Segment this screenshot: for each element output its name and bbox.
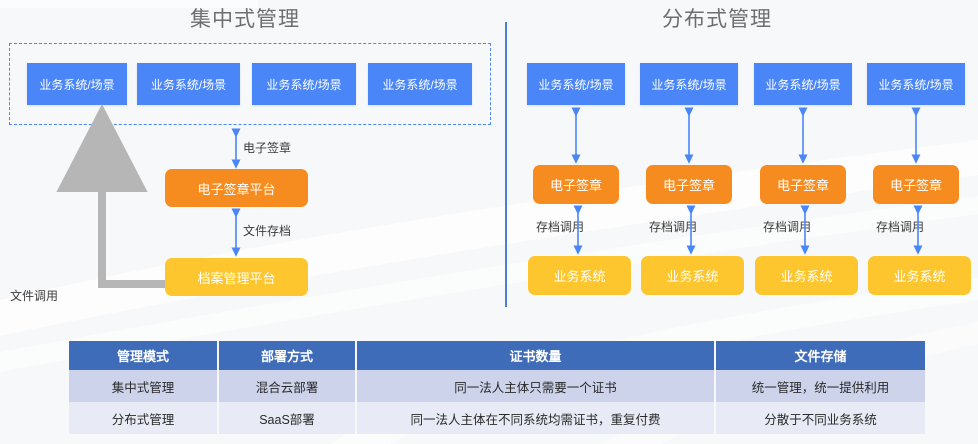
right-esign-box-1[interactable]: 电子签章 bbox=[533, 165, 619, 204]
label-esign: 电子签章 bbox=[243, 141, 292, 155]
table-cell: 同一法人主体只需要一个证书 bbox=[356, 370, 716, 402]
esign-platform-box[interactable]: 电子签章平台 bbox=[165, 169, 308, 207]
title-centralized: 集中式管理 bbox=[190, 8, 300, 31]
right-top-box-4[interactable]: 业务系统/场景 bbox=[867, 63, 965, 105]
right-esign-box-3[interactable]: 电子签章 bbox=[760, 165, 846, 204]
table-cell: 分布式管理 bbox=[69, 402, 219, 434]
section-divider bbox=[505, 22, 507, 307]
right-biz-box-4[interactable]: 业务系统 bbox=[868, 256, 971, 295]
table-cell: 混合云部署 bbox=[218, 370, 357, 402]
table-cell: 统一管理，统一提供利用 bbox=[715, 370, 925, 402]
centralized-boundary bbox=[9, 43, 491, 125]
arrow-file-call-elbow bbox=[56, 104, 165, 288]
label-file-archive: 文件存档 bbox=[243, 224, 292, 238]
right-top-box-3[interactable]: 业务系统/场景 bbox=[754, 63, 852, 105]
title-distributed: 分布式管理 bbox=[662, 8, 772, 31]
label-file-call: 文件调用 bbox=[10, 289, 59, 303]
table-cell: SaaS部署 bbox=[218, 402, 357, 434]
table-header-cell: 文件存储 bbox=[715, 341, 925, 370]
right-link-label-4: 存档调用 bbox=[876, 220, 925, 234]
right-link-label-1: 存档调用 bbox=[536, 220, 585, 234]
table-header-cell: 证书数量 bbox=[356, 341, 716, 370]
table-row: 集中式管理 混合云部署 同一法人主体只需要一个证书 统一管理，统一提供利用 bbox=[69, 370, 925, 402]
table-cell: 集中式管理 bbox=[69, 370, 219, 402]
right-top-box-1[interactable]: 业务系统/场景 bbox=[527, 63, 625, 105]
right-esign-box-2[interactable]: 电子签章 bbox=[646, 165, 732, 204]
table-header-row: 管理模式 部署方式 证书数量 文件存储 bbox=[69, 341, 925, 370]
right-link-label-2: 存档调用 bbox=[649, 220, 698, 234]
right-top-box-2[interactable]: 业务系统/场景 bbox=[640, 63, 738, 105]
right-biz-box-2[interactable]: 业务系统 bbox=[641, 256, 744, 295]
archive-platform-box[interactable]: 档案管理平台 bbox=[165, 258, 308, 296]
table-row: 分布式管理 SaaS部署 同一法人主体在不同系统均需证书，重复付费 分散于不同业… bbox=[69, 402, 925, 434]
left-top-box-1[interactable]: 业务系统/场景 bbox=[27, 63, 127, 105]
left-top-box-4[interactable]: 业务系统/场景 bbox=[368, 63, 472, 105]
table-cell: 同一法人主体在不同系统均需证书，重复付费 bbox=[356, 402, 716, 434]
comparison-table: 管理模式 部署方式 证书数量 文件存储 集中式管理 混合云部署 同一法人主体只需… bbox=[69, 341, 925, 434]
table-cell: 分散于不同业务系统 bbox=[715, 402, 925, 434]
right-biz-box-1[interactable]: 业务系统 bbox=[528, 256, 631, 295]
table-header-cell: 管理模式 bbox=[69, 341, 219, 370]
right-link-label-3: 存档调用 bbox=[763, 220, 812, 234]
left-top-box-2[interactable]: 业务系统/场景 bbox=[137, 63, 240, 105]
left-top-box-3[interactable]: 业务系统/场景 bbox=[252, 63, 356, 105]
top-light-band bbox=[0, 0, 258, 8]
right-biz-box-3[interactable]: 业务系统 bbox=[755, 256, 858, 295]
right-esign-box-4[interactable]: 电子签章 bbox=[873, 165, 959, 204]
table-header-cell: 部署方式 bbox=[218, 341, 357, 370]
